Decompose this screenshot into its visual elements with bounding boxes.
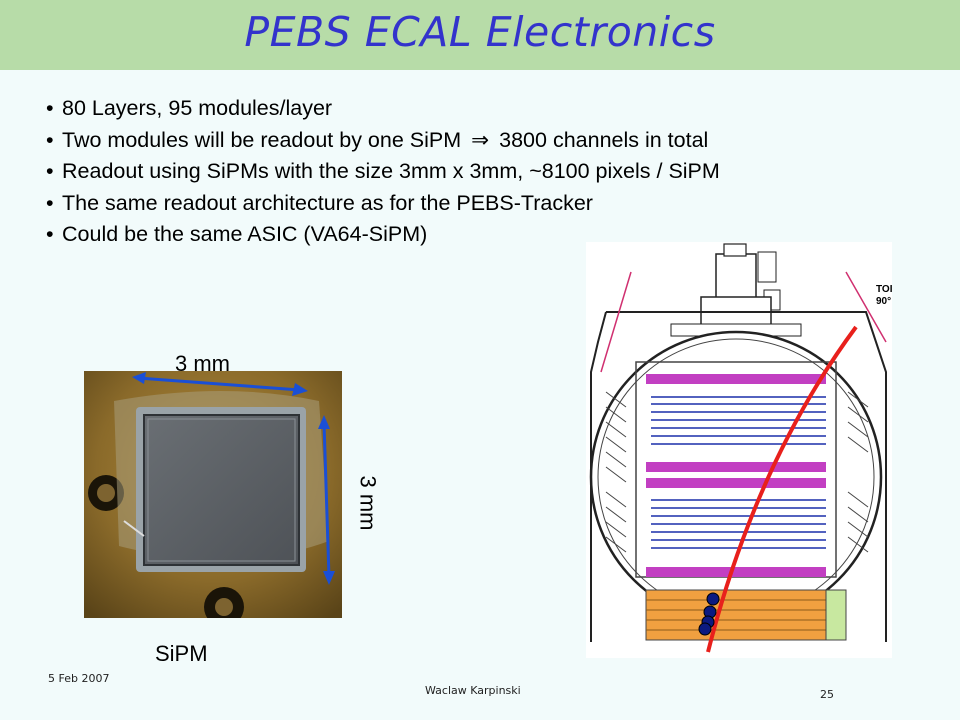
bullet-item: • 80 Layers, 95 modules/layer [46,93,720,125]
width-arrow [132,372,308,396]
sipm-photo [84,371,342,618]
height-arrow [318,415,335,585]
title-bar [0,0,960,70]
footer-author: Waclaw Karpinski [425,684,521,697]
bullet-dot: • [46,127,54,152]
detector-diagram: TOI 90° [586,242,892,658]
page-number: 25 [820,688,834,701]
bullet-dot: • [46,159,54,183]
bullet-text: The same readout architecture as for the… [62,190,593,215]
bullet-text: Two modules will be readout by one SiPM [62,127,462,152]
bullet-text: 3800 channels in total [499,127,709,152]
bullet-text: Could be the same ASIC (VA64-SiPM) [62,222,428,246]
corner-label-2: 90° [876,296,891,307]
bullet-item: • Could be the same ASIC (VA64-SiPM) [46,219,720,251]
sipm-height-label: 3 mm [355,475,381,531]
corner-label-1: TOI [876,284,892,295]
bullet-dot: • [46,190,54,215]
bullet-dot: • [46,222,54,246]
sipm-width-label: 3 mm [175,351,230,376]
slide-title: PEBS ECAL Electronics [244,8,716,56]
bullet-list: • 80 Layers, 95 modules/layer • Two module… [46,93,720,251]
bullet-text: 80 Layers, 95 modules/layer [62,96,333,120]
bullet-item: • Two modules will be readout by one SiPM… [46,125,720,157]
bullet-dot: • [46,96,54,120]
implies-arrow-icon: ⇒ [471,127,490,153]
footer-date: 5 Feb 2007 [48,672,110,685]
bullet-item: • The same readout architecture as for th… [46,188,720,220]
bullet-item: • Readout using SiPMs with the size 3mm x… [46,156,720,188]
sipm-caption: SiPM [155,641,208,666]
bullet-text: Readout using SiPMs with the size 3mm x … [62,159,720,183]
